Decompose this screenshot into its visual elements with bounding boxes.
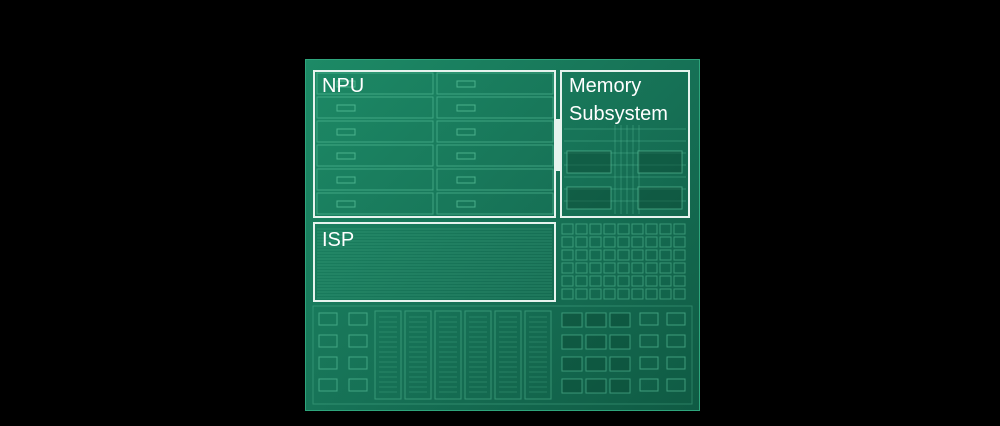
npu-block[interactable]: NPU (313, 70, 556, 218)
isp-label: ISP (322, 229, 355, 251)
isp-block[interactable]: ISP (313, 222, 556, 302)
npu-label: NPU (322, 75, 365, 97)
memory-label-line1: Memory (569, 75, 642, 97)
soc-die: NPU Memory Subsystem ISP (305, 59, 700, 411)
memory-label-line2: Subsystem (569, 103, 668, 125)
memory-subsystem-block[interactable]: Memory Subsystem (560, 70, 690, 218)
die-circuitry (312, 72, 693, 405)
